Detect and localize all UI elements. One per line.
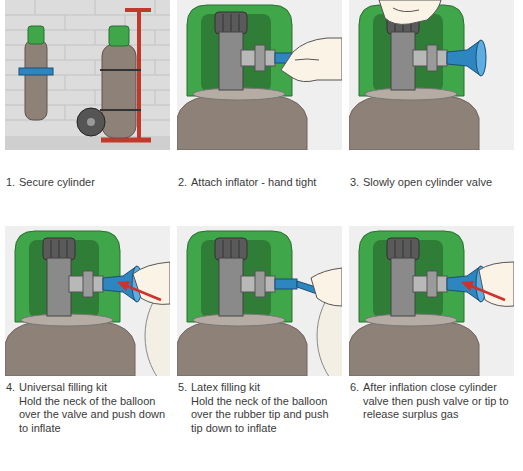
panel-secure-part-part-part	[155, 60, 156, 75]
panel-secure-part-part-part	[155, 0, 156, 15]
panel-secure-part-part-part	[65, 75, 66, 90]
panel-attach-part-part	[281, 38, 342, 82]
panel-attach	[177, 0, 342, 150]
panel-secure-part-part	[87, 118, 95, 126]
panel-open-valve-part-part	[393, 8, 419, 12]
panel-open-valve-part-part	[349, 0, 514, 150]
panel-universal-kit-part-part	[117, 281, 161, 300]
panel-open-valve-part	[349, 0, 514, 150]
step-caption: Hold the neck of the balloon over the va…	[19, 395, 171, 436]
panel-release-gas-part-part	[479, 262, 514, 306]
panel-release-gas-part	[349, 226, 514, 376]
panel-open-valve	[349, 0, 514, 150]
step-caption: Slowly open cylinder valve	[363, 176, 518, 190]
panel-secure-part-part	[125, 8, 151, 12]
panel-secure-part-part-part	[95, 0, 96, 15]
panel-latex-kit-part-part	[275, 279, 297, 289]
panel-latex-kit-part-part	[177, 226, 342, 376]
panel-secure-part-part	[5, 0, 170, 150]
panel-release-gas-part-part	[461, 281, 505, 300]
panel-secure-part-part-part	[155, 90, 156, 105]
panel-universal-kit-part	[5, 226, 170, 376]
panel-secure-part-part	[77, 108, 105, 136]
panel-release-gas	[349, 226, 514, 376]
panel-attach-part-part	[295, 59, 319, 60]
panel-secure-part-part	[19, 68, 53, 75]
step-caption: Attach inflator - hand tight	[191, 176, 341, 190]
panel-secure-part-part-part	[65, 105, 66, 120]
panel-secure-part-part	[102, 44, 136, 138]
panel-latex-kit-part	[177, 226, 342, 376]
step-heading: Latex filling kit	[191, 381, 341, 395]
panel-secure-part-part	[5, 0, 170, 120]
panel-secure-part-part	[28, 26, 44, 44]
panel-universal-kit-part-part	[133, 262, 170, 304]
panel-open-valve-part-part	[447, 40, 486, 76]
step-heading: Universal filling kit	[19, 381, 169, 395]
step-number: 5.	[178, 381, 192, 395]
panel-attach-part-part	[177, 0, 342, 150]
step-number: 2.	[178, 176, 192, 190]
panel-latex-kit-part-part	[311, 268, 342, 306]
step-number: 6.	[350, 381, 364, 395]
panel-secure-part-part	[100, 69, 141, 71]
panel-secure-part-part-part	[65, 45, 66, 60]
step-caption: Hold the neck of the balloon over the ru…	[191, 395, 343, 436]
panel-secure-part-part	[137, 10, 141, 140]
panel-universal-kit-part-part	[5, 226, 170, 376]
panel-secure	[5, 0, 170, 150]
step-caption: After inflation close cylinder valve the…	[363, 381, 521, 422]
panel-open-valve-part-part	[379, 0, 441, 24]
panel-secure-part-part-part	[95, 60, 96, 75]
step-number: 1.	[6, 176, 20, 190]
panel-secure-part-part-part	[65, 15, 66, 30]
panel-secure-part-part-part	[95, 90, 96, 105]
panel-secure-part-part-part	[155, 30, 156, 45]
step-caption: Secure cylinder	[19, 176, 169, 190]
step-number: 3.	[350, 176, 364, 190]
panel-secure-part-part-part	[35, 0, 36, 15]
panel-secure-part-part	[5, 136, 170, 150]
panel-release-gas-part-part	[349, 226, 514, 376]
panel-secure-part-part	[109, 26, 129, 46]
panel-secure-part-part-part	[5, 15, 170, 16]
panel-attach-part	[177, 0, 342, 150]
panel-secure-part-part	[25, 40, 47, 120]
panel-secure-part-part	[100, 109, 141, 111]
panel-secure-part-part-part	[95, 30, 96, 45]
panel-secure-part	[5, 0, 170, 150]
step-number: 4.	[6, 381, 20, 395]
